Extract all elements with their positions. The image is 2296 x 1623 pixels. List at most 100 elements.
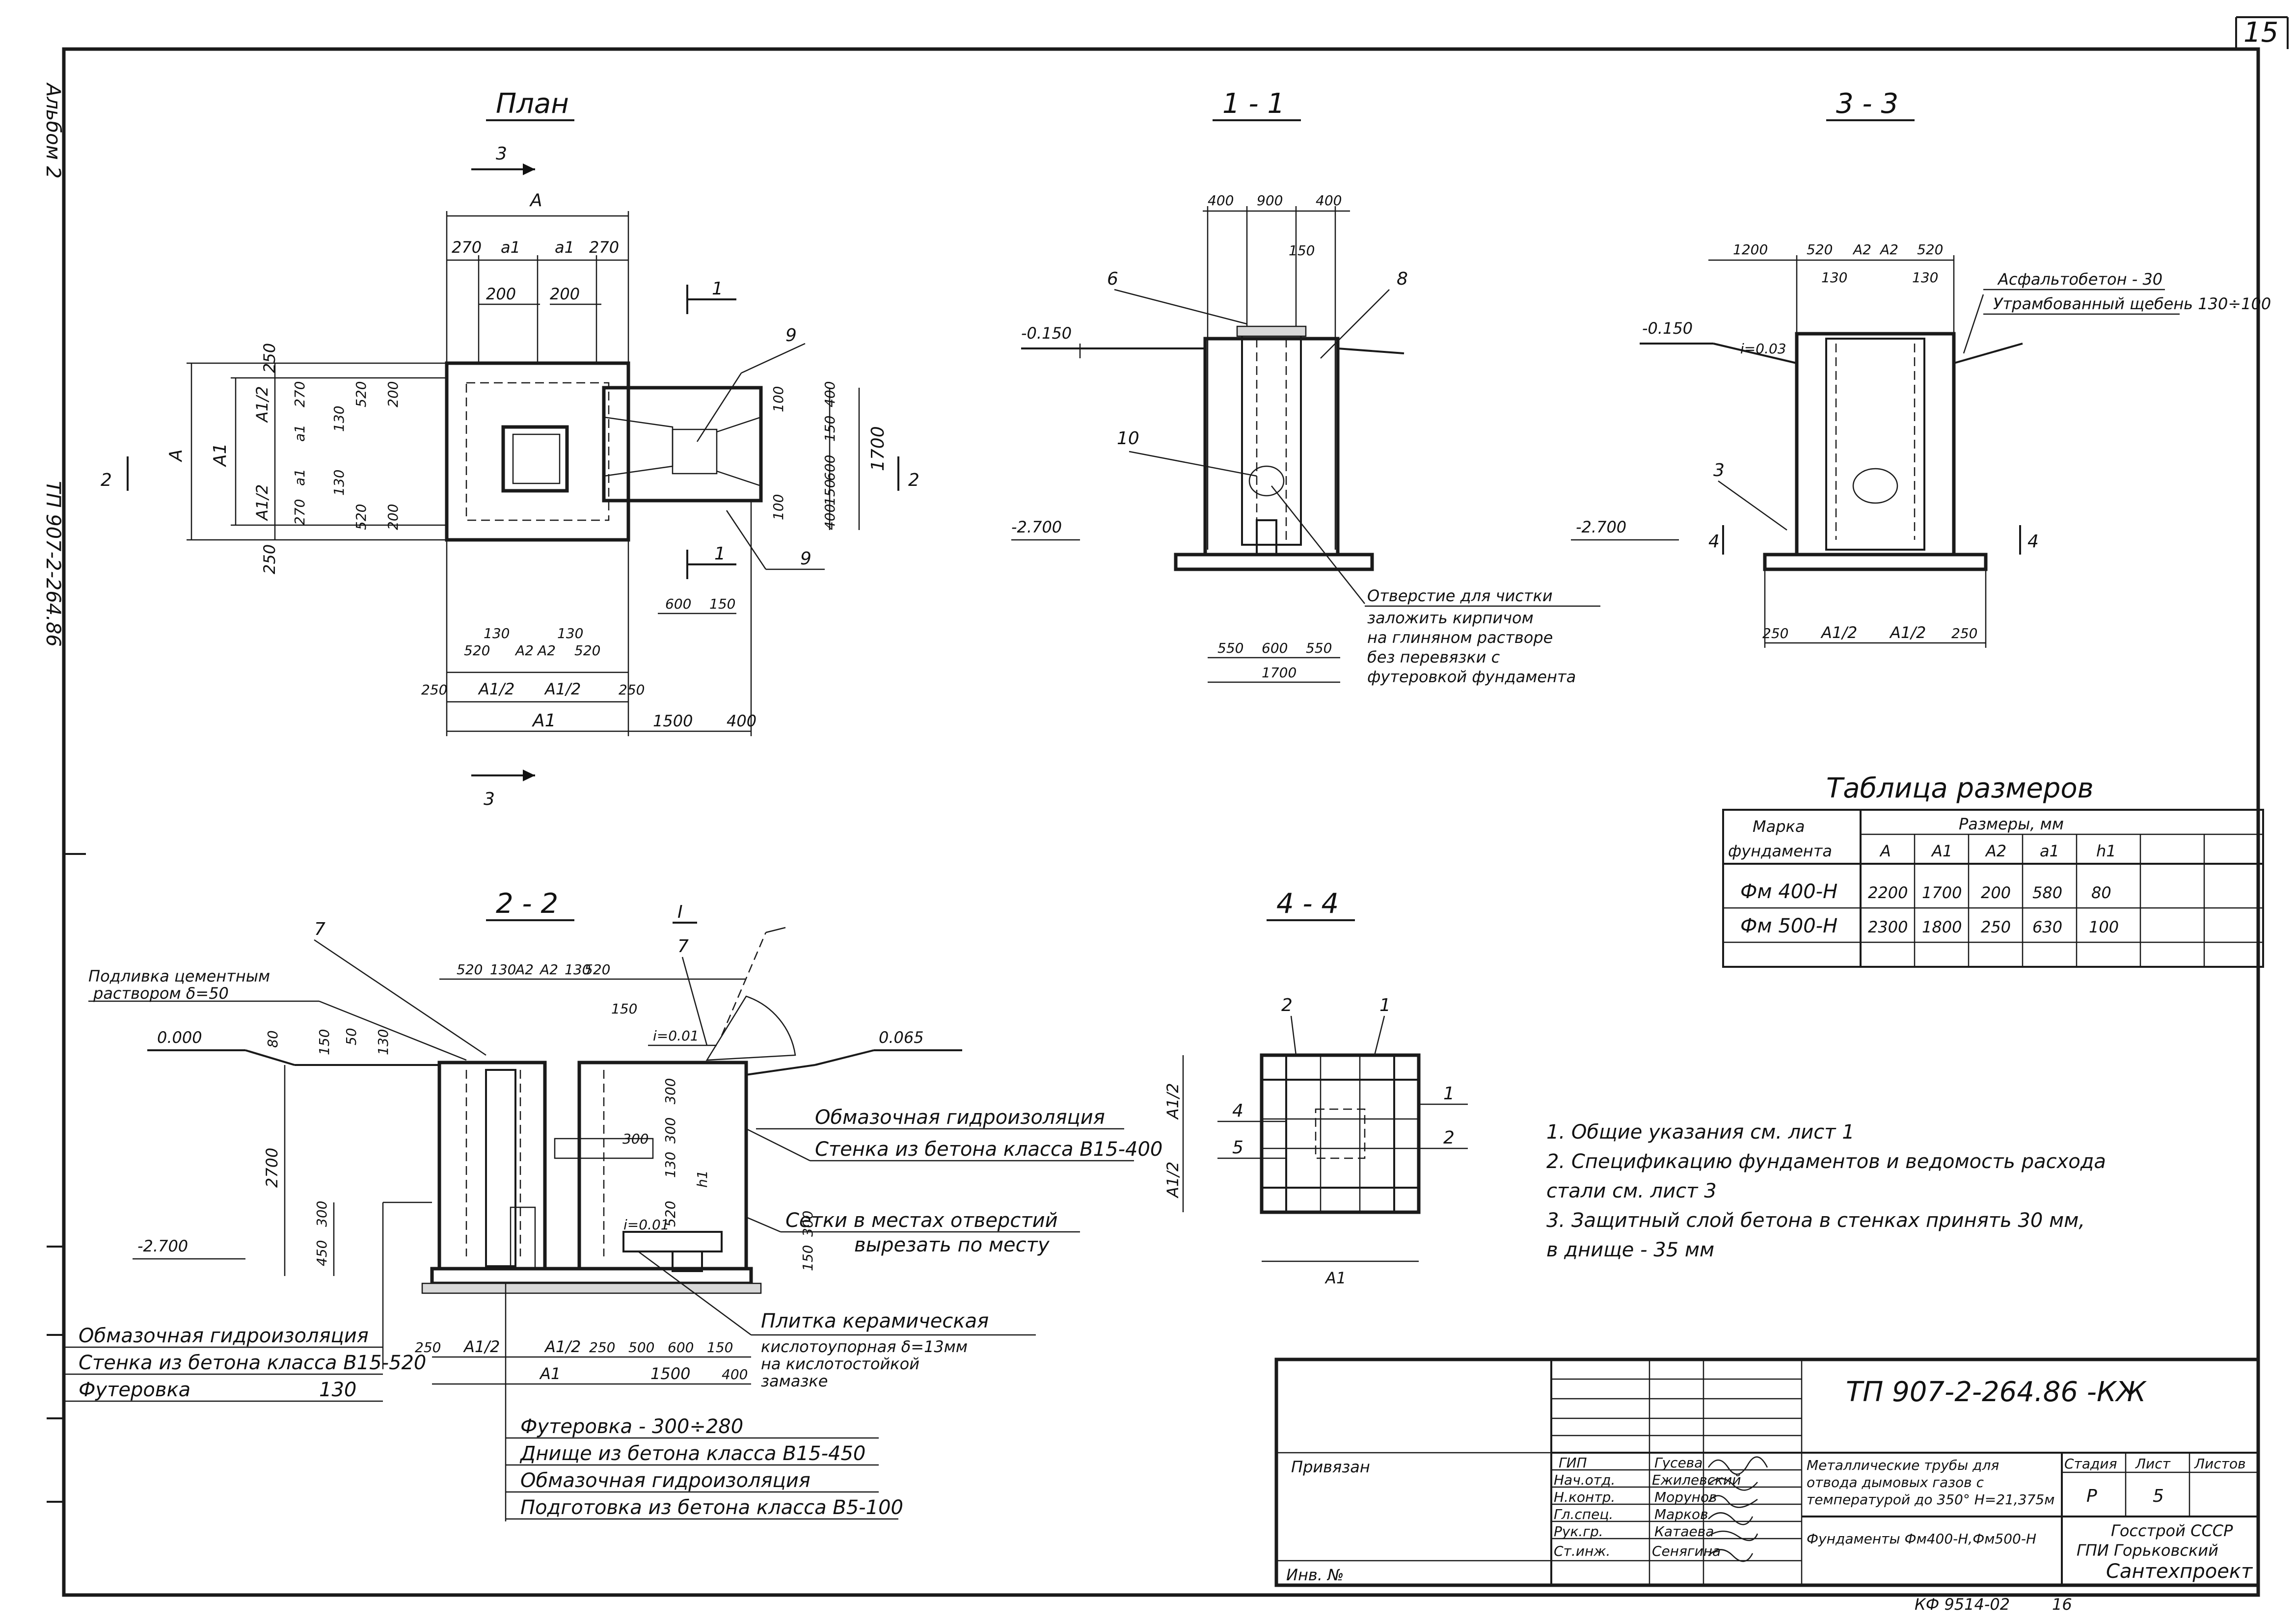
plan-dim-left-7: 520 bbox=[353, 381, 369, 407]
tb-role-5: Ст.инж. bbox=[1554, 1543, 1610, 1559]
plan-title: План bbox=[496, 88, 569, 120]
s22-bottom-layer-2: Обмазочная гидроизоляция bbox=[520, 1469, 810, 1492]
plan-dim-left-15: 250 bbox=[260, 544, 279, 574]
s44-dim-2: А1 bbox=[1324, 1269, 1346, 1287]
section-1-1: 1 - 1 400 900 400 150 -0.150 -2.700 6 8 … bbox=[1011, 88, 1600, 686]
tb-name-4: Катаева bbox=[1654, 1523, 1714, 1540]
size-table-col-0: А bbox=[1879, 842, 1891, 860]
sheet-frame bbox=[62, 47, 2260, 1597]
s11-note-0: Отверстие для чистки bbox=[1367, 586, 1553, 605]
tb-role-3: Гл.спец. bbox=[1554, 1506, 1613, 1522]
tb-org-1: ГПИ Горьковский bbox=[2077, 1541, 2218, 1560]
note-3: 3. Защитный слой бетона в стенках принят… bbox=[1546, 1209, 2085, 1232]
plan-dim-right-4: 400 bbox=[822, 504, 838, 530]
s11-dim-bottom-2: 550 bbox=[1306, 640, 1332, 656]
plan-dim-right-9: 150 bbox=[709, 596, 735, 612]
s33-dim-bottom-2: А1/2 bbox=[1889, 623, 1926, 642]
size-table: Таблица размеров Марка фундамента Размер… bbox=[1722, 772, 2264, 968]
note-0: 1. Общие указания см. лист 1 bbox=[1546, 1121, 1855, 1144]
plan-shaft-opening bbox=[501, 425, 569, 493]
s22-tile-1: кислотоупорная δ=13мм bbox=[761, 1337, 968, 1356]
plan-dim-top-6: 200 bbox=[550, 285, 580, 303]
s22-dim-top-10: 130 bbox=[375, 1029, 391, 1055]
s33-slope: i=0.03 bbox=[1740, 341, 1786, 357]
plan-dim-bottom-11: 1500 bbox=[653, 712, 693, 730]
s22-label-left-1: Стенка из бетона класса В15-520 bbox=[79, 1352, 426, 1374]
s22-label-left-0: Обмазочная гидроизоляция bbox=[79, 1325, 369, 1347]
s22-bottom-layer-3: Подготовка из бетона класса В5-100 bbox=[520, 1496, 903, 1519]
s33-title: 3 - 3 bbox=[1836, 88, 1898, 120]
s44-dim-0: А1/2 bbox=[1163, 1083, 1182, 1120]
title-block: Привязан Инв. № ГИП Нач.отд. Н.контр. Гл… bbox=[1274, 1357, 2260, 1614]
size-table-row-0-mark: Фм 400-Н bbox=[1740, 880, 1837, 903]
s11-dim-bottom-1: 600 bbox=[1262, 640, 1288, 656]
s11-dim-top-3: 150 bbox=[1289, 242, 1315, 259]
plan-dim-bottom-10: А1 bbox=[532, 711, 556, 731]
tb-stage: Р bbox=[2086, 1486, 2097, 1506]
tb-name-0: Гусева bbox=[1654, 1455, 1702, 1471]
s22-dim-bottom-9: 400 bbox=[722, 1366, 748, 1383]
section-2-2: 2 - 2 0.000 0.065 -2.700 i=0.01 7 bbox=[64, 888, 1162, 1521]
s22-callout-7-right: 7 bbox=[677, 936, 689, 957]
s22-dim-bottom-4: 500 bbox=[628, 1339, 654, 1356]
tb-project-1: отвода дымовых газов с bbox=[1807, 1474, 1984, 1490]
plan-dim-top-5: 200 bbox=[486, 285, 516, 303]
s11-level-0: -0.150 bbox=[1021, 324, 1072, 343]
s11-dim-top-2: 400 bbox=[1316, 192, 1342, 209]
s22-slope: i=0.01 bbox=[653, 1028, 699, 1044]
plan-dim-right-5: 1700 bbox=[868, 426, 888, 471]
s33-callout-3: 3 bbox=[1713, 460, 1725, 480]
plan-dim-left-11: 200 bbox=[385, 504, 401, 530]
plan-dim-bottom-12: 400 bbox=[727, 712, 756, 730]
s22-dim-side-1: 450 bbox=[314, 1240, 330, 1266]
s22-grout-1: раствором δ=50 bbox=[93, 984, 229, 1003]
s22-dim-side-4: 300 bbox=[662, 1117, 678, 1144]
tb-project-0: Металлические трубы для bbox=[1807, 1457, 1999, 1473]
s33-dim-top-5: 130 bbox=[1821, 269, 1847, 286]
plan-dim-top-0: А bbox=[529, 190, 542, 211]
plan-dim-bottom-8: А1/2 bbox=[544, 680, 581, 698]
tb-name-2: Морунов bbox=[1654, 1489, 1717, 1505]
size-table-row-1-v4: 100 bbox=[2089, 918, 2119, 936]
s22-dim-bottom-5: 600 bbox=[668, 1339, 694, 1356]
size-table-row-1-v1: 1800 bbox=[1922, 918, 1962, 936]
plan-dim-bottom-2: А2 bbox=[514, 642, 534, 659]
s22-grout-0: Подливка цементным bbox=[88, 967, 270, 985]
s44-dim-1: А1/2 bbox=[1163, 1162, 1182, 1198]
plan-dim-right-8: 600 bbox=[665, 596, 691, 612]
plan-mark-2-left: 2 bbox=[101, 470, 112, 490]
plan-mark-1-bottom: 1 bbox=[714, 544, 726, 564]
s11-callout-6: 6 bbox=[1107, 269, 1118, 289]
s11-dim-bottom-3: 1700 bbox=[1262, 665, 1297, 681]
general-notes: 1. Общие указания см. лист 1 2. Специфик… bbox=[1546, 1121, 2106, 1261]
tb-role-2: Н.контр. bbox=[1554, 1489, 1615, 1505]
plan-dim-left-5: a1 bbox=[292, 425, 308, 442]
plan-dim-right-2: 600 bbox=[822, 455, 838, 481]
s22-dim-side-9: 150 bbox=[800, 1245, 816, 1271]
tb-role-0: ГИП bbox=[1559, 1455, 1587, 1471]
s22-dim-top-5: 520 bbox=[584, 961, 610, 978]
plan-dim-bottom-5: 520 bbox=[574, 642, 600, 659]
note-1: 2. Спецификацию фундаментов и ведомость … bbox=[1546, 1150, 2106, 1173]
note-2: стали см. лист 3 bbox=[1546, 1180, 1717, 1202]
s33-callout-4-left: 4 bbox=[1708, 532, 1720, 552]
plan-dim-top-2: a1 bbox=[501, 238, 520, 257]
s11-callout-8: 8 bbox=[1397, 269, 1408, 289]
s33-dim-top-1: 520 bbox=[1807, 241, 1833, 258]
s33-layer-1: Утрамбованный щебень 130÷100 bbox=[1993, 294, 2271, 313]
s22-title: 2 - 2 bbox=[496, 888, 558, 920]
tb-name-5: Сенягина bbox=[1652, 1543, 1721, 1559]
plan-dim-left-4: 270 bbox=[292, 381, 308, 407]
s11-note-1: заложить кирпичом bbox=[1367, 609, 1534, 627]
plan-dim-left-0: А bbox=[166, 449, 186, 462]
s22-label-left-3: 130 bbox=[319, 1379, 356, 1401]
s22-dim-top-1: 130 bbox=[490, 961, 516, 978]
s22-dim-side-7: 300 bbox=[622, 1131, 648, 1147]
s22-dim-top-6: 150 bbox=[611, 1001, 637, 1017]
s22-label-right-0: Обмазочная гидроизоляция bbox=[815, 1106, 1105, 1129]
margin-code: ТП 907-2-264.86 bbox=[42, 481, 64, 647]
section-4-4: 4 - 4 2 1 4 5 1 2 А1/2 А1/2 А1 bbox=[1163, 888, 1468, 1287]
s22-label-left-2: Футеровка bbox=[79, 1379, 190, 1401]
size-table-row-1-v3: 630 bbox=[2032, 918, 2062, 936]
